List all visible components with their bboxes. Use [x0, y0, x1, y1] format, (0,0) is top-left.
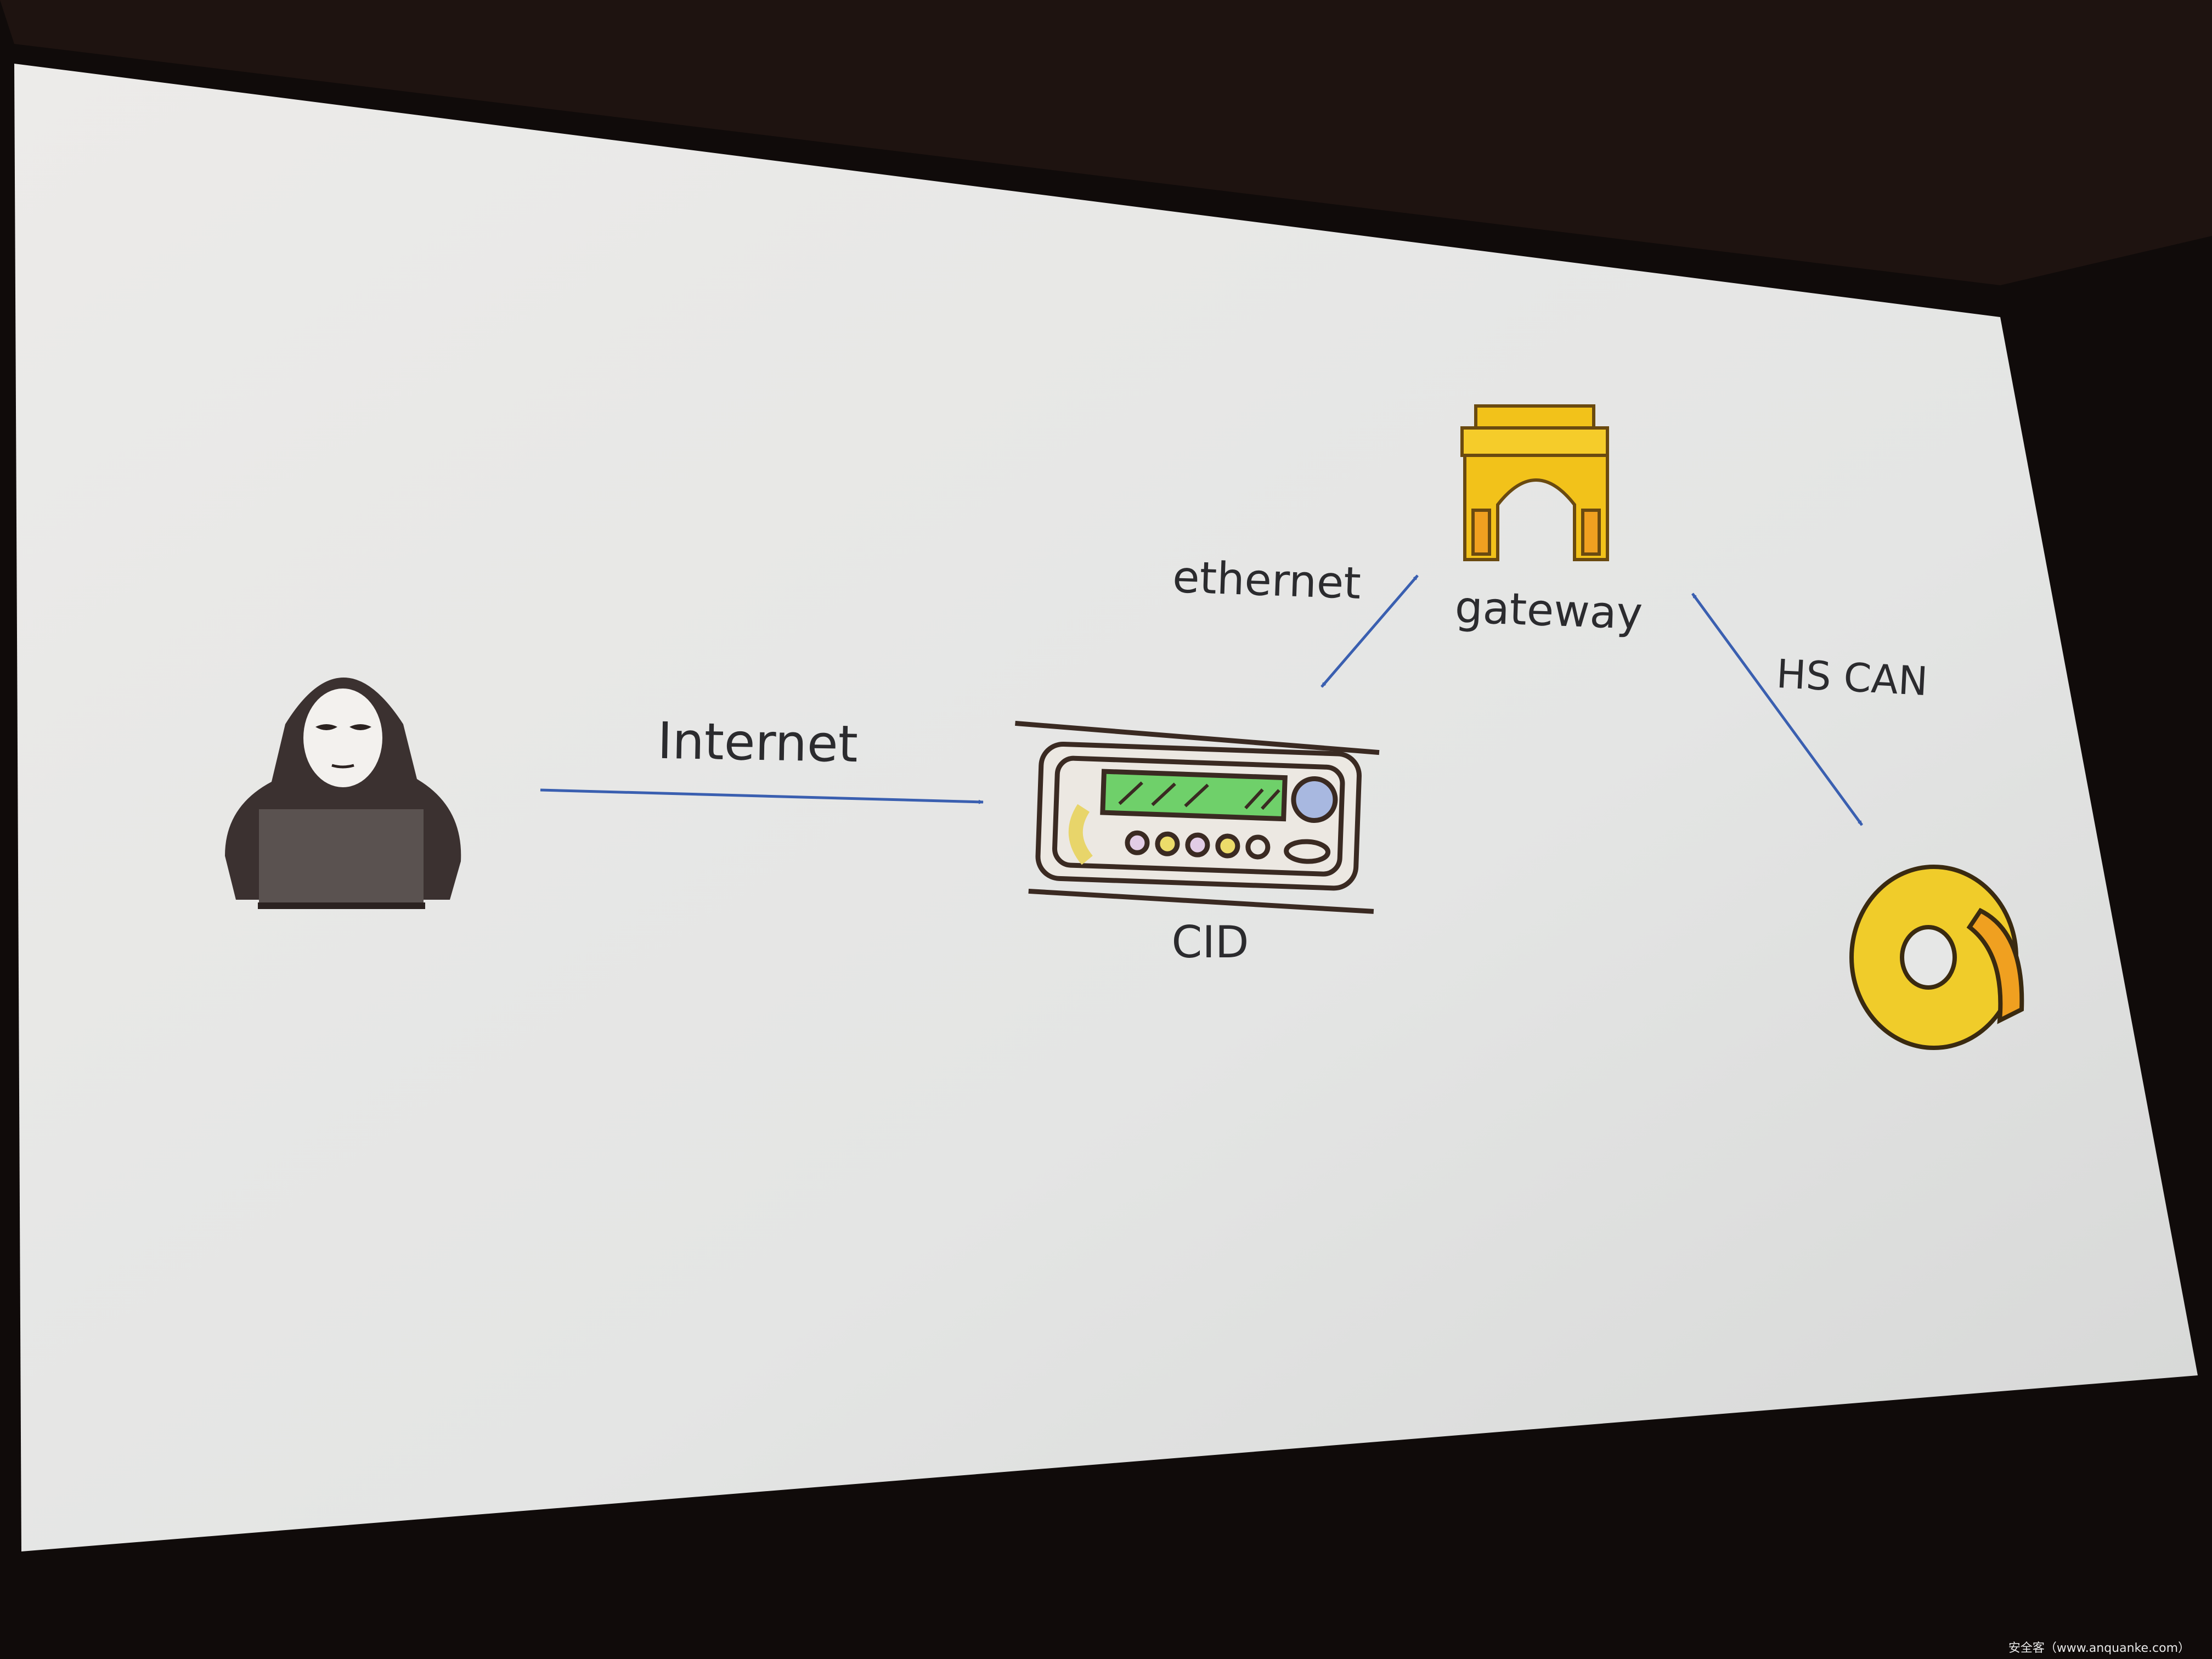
hacker-icon [225, 678, 461, 909]
car-radio-icon [1015, 720, 1380, 914]
ethernet-label: ethernet [1172, 551, 1362, 609]
internet-arrow [540, 788, 984, 804]
watermark: 安全客（www.anquanke.com） [2008, 1641, 2190, 1655]
ceiling [0, 0, 2212, 285]
gateway-arch-icon [1460, 404, 1609, 561]
internet-label: Internet [657, 712, 858, 774]
hs-can-label: HS CAN [1775, 651, 1929, 704]
gateway-label: gateway [1454, 582, 1643, 639]
cid-label: CID [1171, 917, 1249, 968]
ethernet-arrow [1321, 574, 1419, 688]
brake-disc-icon [1849, 865, 2024, 1050]
hs-can-arrow [1691, 592, 1864, 826]
